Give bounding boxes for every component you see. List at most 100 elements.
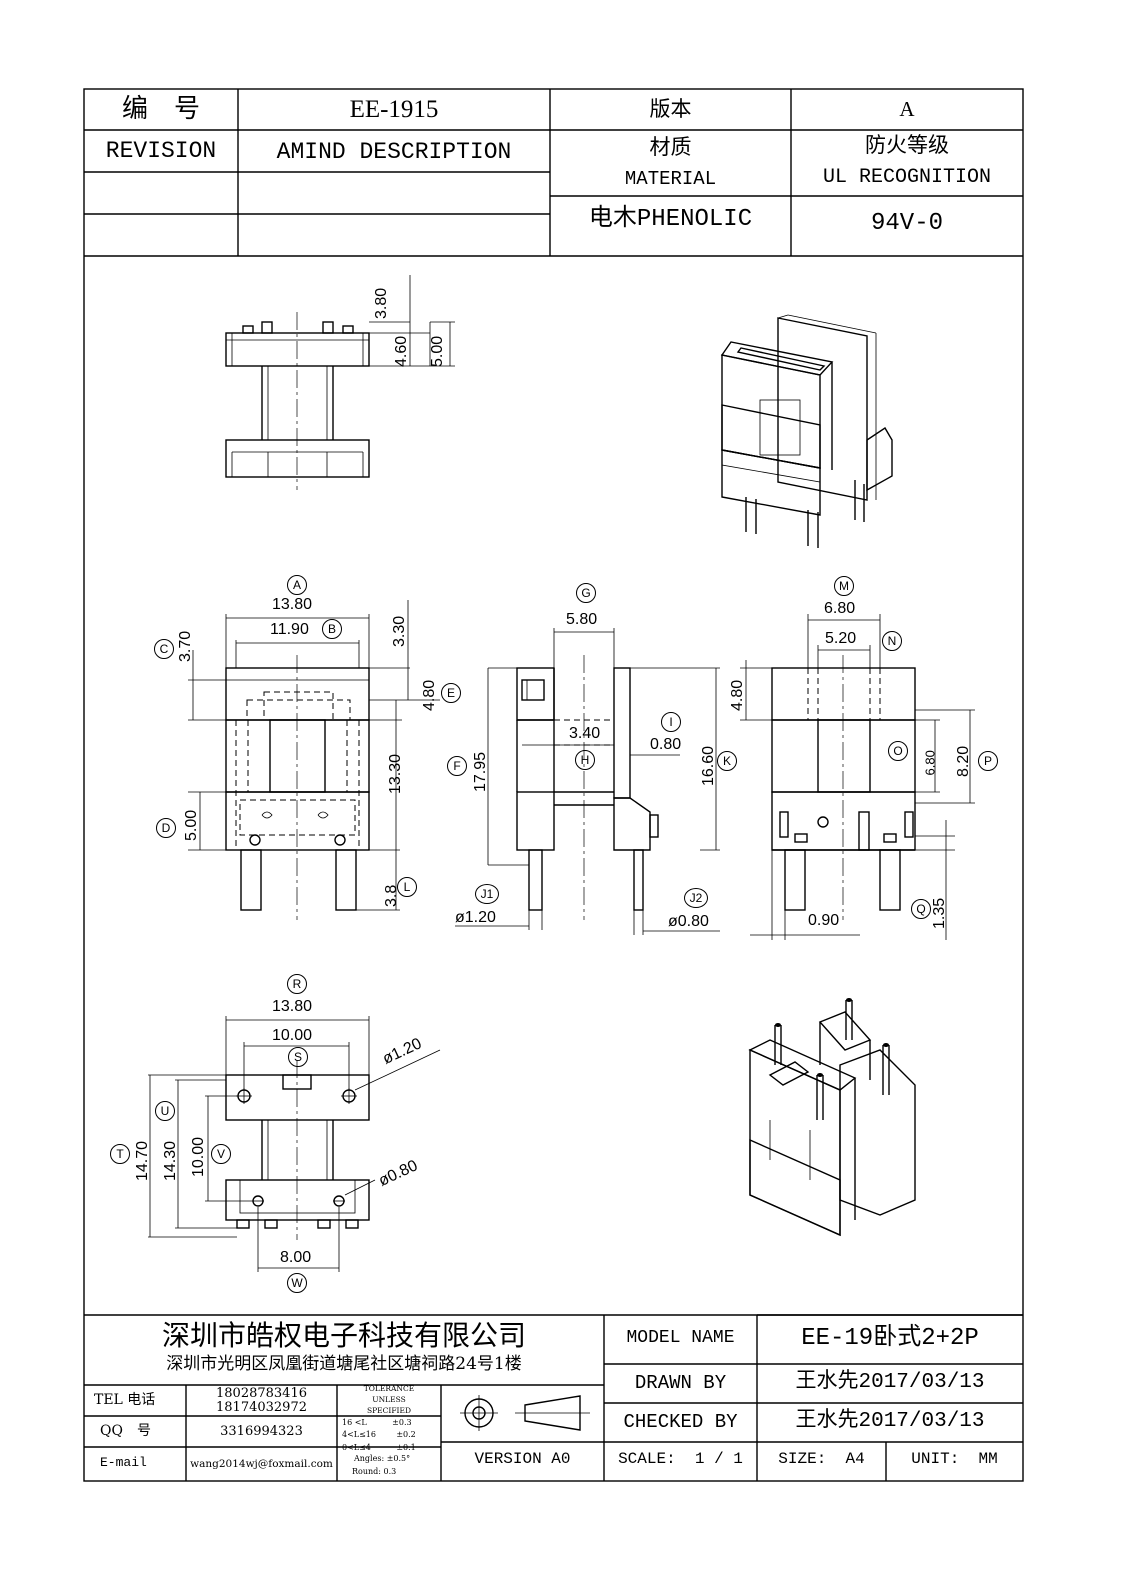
code-value: EE-1915: [349, 96, 439, 123]
tolerance-unless: UNLESS: [372, 1395, 406, 1404]
dim-17-95: 17.95: [472, 751, 489, 792]
unit-label: UNIT: MM: [911, 1450, 998, 1468]
outer-border: [83, 88, 1024, 1482]
dim-3-40: 3.40: [569, 725, 601, 742]
version-label: 版本: [649, 97, 692, 121]
label-bubble-u: U: [155, 1101, 175, 1121]
tel-number-2: 18174032972: [216, 1400, 307, 1415]
revision-label: REVISION: [105, 138, 217, 164]
drawn-by-value: 王水先2017/03/13: [795, 1371, 985, 1394]
scale-label: SCALE: 1 / 1: [618, 1450, 743, 1468]
dim-dia-0-80-side: ø0.80: [668, 913, 709, 930]
dim-6-80: 6.80: [824, 600, 856, 617]
dim-11-90-front: 11.90: [270, 621, 309, 638]
dim-10-00-bottom-w: 10.00: [272, 1027, 313, 1044]
dim-4-60-top: 4.60: [393, 335, 410, 367]
dim-3-70: 3.70: [177, 630, 194, 662]
label-bubble-a: A: [287, 575, 307, 595]
bottom-view: [148, 1016, 441, 1272]
ul-value: 94V-0: [870, 210, 943, 237]
label-bubble-c: C: [154, 639, 174, 659]
checked-by-label: CHECKED BY: [623, 1411, 738, 1433]
projection-symbol-cone: [524, 1395, 581, 1431]
tolerance-specified: SPECIFIED: [366, 1406, 411, 1415]
qq-label: QQ 号: [100, 1423, 151, 1439]
tolerance-round: Round: 0.3: [352, 1467, 397, 1476]
dim-13-80-bottom: 13.80: [272, 998, 313, 1015]
tolerance-row-1: 16 <L ±0.3: [342, 1418, 412, 1427]
tolerance-title: TOLERANCE: [363, 1384, 415, 1393]
dim-6-80-rear: 6.80: [922, 750, 938, 776]
material-label-cn: 材质: [649, 135, 692, 159]
tel-number-1: 18028783416: [216, 1386, 307, 1401]
version-a0: VERSION A0: [474, 1450, 571, 1468]
iso-view-2: [748, 998, 916, 1237]
dim-dia-1-20-side: ø1.20: [455, 909, 496, 926]
dim-8-00: 8.00: [280, 1249, 312, 1266]
model-name-value: EE-19卧式2+2P: [801, 1325, 979, 1352]
version-value: A: [899, 97, 915, 121]
label-bubble-v: V: [211, 1144, 231, 1164]
code-label: 编 号: [121, 94, 200, 124]
tolerance-row-2: 4<L≤16 ±0.2: [342, 1430, 416, 1439]
dim-14-30: 14.30: [162, 1140, 179, 1181]
dim-3-80-top: 3.80: [373, 287, 390, 319]
material-value: 电木PHENOLIC: [588, 206, 753, 233]
label-bubble-w: W: [287, 1273, 307, 1293]
iso-view-1: [720, 314, 893, 548]
tolerance-row-3: 0<L≤4 ±0.1: [342, 1443, 416, 1452]
label-bubble-n: N: [882, 631, 902, 651]
email-value: wang2014wj@foxmail.com: [190, 1458, 333, 1470]
label-bubble-g: G: [576, 583, 596, 603]
label-bubble-i: I: [661, 712, 681, 732]
label-bubble-s: S: [288, 1047, 308, 1067]
dim-3-30: 3.30: [391, 615, 408, 647]
dim-8-20: 8.20: [955, 745, 972, 777]
dim-4-80-front: 4.80: [421, 679, 438, 711]
label-bubble-h: H: [575, 750, 595, 770]
label-bubble-m: M: [834, 576, 854, 596]
label-bubble-l: L: [397, 877, 417, 897]
dim-10-00-bottom-h: 10.00: [190, 1136, 207, 1177]
dim-13-30: 13.30: [387, 753, 404, 794]
ul-label-en: UL RECOGNITION: [822, 166, 992, 189]
size-label: SIZE: A4: [778, 1450, 865, 1468]
dim-1-35: 1.35: [931, 897, 948, 929]
side-view: [455, 628, 720, 935]
label-bubble-p: P: [978, 751, 998, 771]
company-name: 深圳市皓权电子科技有限公司: [161, 1319, 526, 1352]
label-bubble-j2: J2: [684, 888, 708, 908]
rear-view: [740, 614, 975, 940]
email-label: E-mail: [100, 1455, 147, 1470]
top-view: [225, 275, 455, 490]
label-bubble-d: D: [156, 818, 176, 838]
dim-14-70: 14.70: [134, 1140, 151, 1181]
checked-by-value: 王水先2017/03/13: [795, 1410, 985, 1433]
dim-0-80-side: 0.80: [650, 736, 682, 753]
model-name-label: MODEL NAME: [626, 1328, 735, 1348]
tolerance-angles: Angles: ±0.5°: [354, 1454, 411, 1463]
label-bubble-f: F: [447, 756, 467, 776]
tel-label: TEL 电话: [94, 1392, 156, 1408]
label-bubble-j1: J1: [475, 884, 499, 904]
label-bubble-r: R: [287, 974, 307, 994]
dim-5-80: 5.80: [566, 611, 598, 628]
front-view: [188, 600, 440, 920]
label-bubble-e: E: [441, 683, 461, 703]
label-bubble-k: K: [717, 751, 737, 771]
amind-description-label: AMIND DESCRIPTION: [276, 139, 512, 165]
company-address: 深圳市光明区凤凰街道塘尾社区塘祠路24号1楼: [166, 1354, 522, 1374]
dim-4-80-rear: 4.80: [729, 679, 746, 711]
label-bubble-o: O: [888, 741, 908, 761]
dim-5-00-top: 5.00: [429, 335, 446, 367]
label-bubble-q: Q: [911, 899, 931, 919]
label-bubble-t: T: [110, 1144, 130, 1164]
dim-0-90: 0.90: [808, 912, 840, 929]
dim-16-60: 16.60: [700, 745, 717, 786]
dim-5-20: 5.20: [825, 630, 857, 647]
drawn-by-label: DRAWN BY: [634, 1372, 727, 1394]
dim-13-80-front: 13.80: [272, 596, 313, 613]
dim-5-00-front: 5.00: [183, 809, 200, 841]
